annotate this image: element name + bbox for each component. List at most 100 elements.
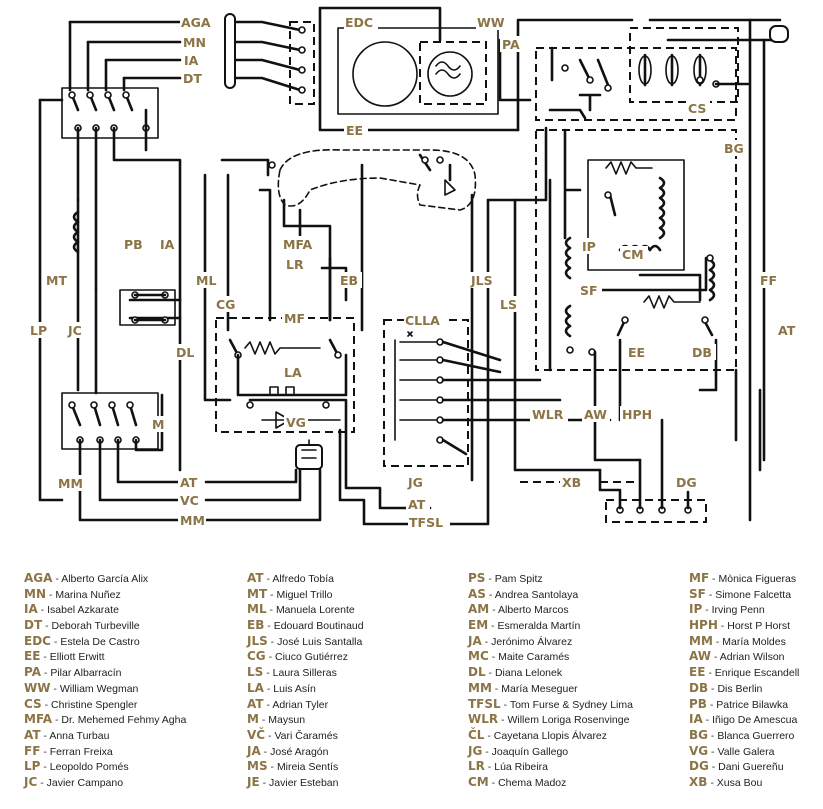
- legend-separator: -: [267, 588, 277, 601]
- legend-name: Alberto García Alix: [61, 573, 149, 585]
- legend-code: ML: [247, 602, 267, 617]
- label-aga: AGA: [181, 15, 211, 30]
- switch-block-top: [61, 87, 182, 302]
- label-jc: JC: [67, 323, 82, 338]
- legend-item: WW - William Wegman: [24, 681, 229, 697]
- label-mm-left: MM: [58, 476, 83, 491]
- legend-separator: -: [42, 620, 52, 633]
- legend-item: DT - Deborah Turbeville: [24, 618, 229, 634]
- legend-item: DL - Diana Lelonek: [468, 665, 673, 681]
- legend-code: AT: [24, 727, 41, 742]
- legend-code: EE: [24, 649, 41, 664]
- label-pa: PA: [502, 37, 520, 52]
- legend-item: M - Maysun: [247, 712, 452, 728]
- legend-name: Simone Falcetta: [715, 588, 792, 601]
- legend-code: EDC: [24, 633, 51, 648]
- legend-code: PS: [468, 571, 486, 585]
- label-mt: MT: [46, 273, 67, 288]
- legend-item: MFA - Dr. Mehemed Fehmy Agha: [24, 712, 229, 728]
- legend-item: WLR - Willem Loriga Rosenvinge: [468, 712, 673, 728]
- legend-item: CM - Chema Madoz: [468, 775, 673, 791]
- label-bg: BG: [724, 141, 744, 156]
- legend-code: MT: [247, 586, 268, 601]
- legend-code: PA: [24, 665, 41, 680]
- legend-item: TFSL - Tom Furse & Sydney Lima: [468, 697, 673, 713]
- legend-separator: -: [708, 745, 718, 758]
- label-jls: JLS: [470, 273, 493, 288]
- legend-separator: -: [717, 620, 728, 633]
- label-clla: CLLA: [405, 313, 440, 328]
- legend-separator: -: [710, 651, 720, 664]
- legend-name: Leopoldo Pomés: [49, 761, 129, 774]
- label-ff: FF: [760, 273, 777, 288]
- legend-name: Tom Furse & Sydney Lima: [509, 698, 633, 711]
- legend-separator: -: [498, 714, 508, 727]
- legend-separator: -: [489, 604, 498, 617]
- label-lr: LR: [286, 257, 304, 272]
- legend-item: IA - Isabel Azkarate: [24, 602, 229, 618]
- legend-name: Luis Asín: [273, 682, 316, 695]
- legend-item: EM - Esmeralda Martín: [468, 618, 673, 634]
- label-tfsl: TFSL: [409, 515, 443, 530]
- legend-separator: -: [482, 745, 492, 758]
- legend-separator: -: [260, 745, 271, 758]
- legend-code: MM: [468, 680, 492, 695]
- legend-name: Enrique Escandell: [714, 667, 800, 680]
- legend-item: JG - Joaquín Gallego: [468, 744, 673, 760]
- legend-code: JC: [24, 774, 38, 789]
- legend-name: José Luis Santalla: [277, 635, 363, 648]
- handset: [266, 149, 477, 211]
- legend-item: EE - Elliott Erwitt: [24, 649, 229, 665]
- legend-code: MF: [689, 571, 710, 585]
- legend-separator: -: [40, 729, 50, 742]
- label-cm: CM: [622, 247, 644, 262]
- bottom-harness: [204, 439, 323, 522]
- pa-block: [535, 46, 737, 121]
- legend-code: EB: [247, 618, 265, 633]
- label-ls: LS: [500, 297, 517, 312]
- legend-separator: -: [712, 635, 723, 648]
- legend-item: JA - José Aragón: [247, 744, 452, 760]
- legend-separator: -: [706, 698, 717, 711]
- legend-name: Edouard Boutinaud: [273, 620, 364, 633]
- legend-code: FF: [24, 743, 41, 758]
- legend-separator: -: [40, 651, 50, 664]
- legend-item: ML - Manuela Lorente: [247, 602, 452, 618]
- legend-separator: -: [37, 604, 48, 617]
- legend-code: WW: [24, 680, 51, 695]
- legend-code: IA: [24, 602, 38, 617]
- legend-name: Javier Esteban: [269, 776, 339, 789]
- legend-code: AT: [247, 696, 264, 711]
- legend-code: LR: [468, 759, 485, 774]
- legend-name: Alfredo Tobía: [272, 573, 334, 585]
- legend-name: Miguel Trillo: [276, 588, 333, 601]
- legend-code: LA: [247, 680, 264, 695]
- legend-name: Andrea Santolaya: [494, 588, 579, 601]
- legend-name: Jerónimo Álvarez: [491, 635, 573, 648]
- label-m: M: [152, 417, 164, 432]
- ww-edc-block: [318, 6, 634, 132]
- legend-code: MN: [24, 586, 46, 601]
- legend-code: AGA: [24, 571, 53, 585]
- legend-separator: -: [40, 745, 50, 758]
- legend-code: CG: [247, 649, 266, 664]
- legend-code: PB: [689, 696, 707, 711]
- legend-item: EB - Edouard Boutinaud: [247, 618, 452, 634]
- legend-code: IA: [689, 712, 703, 727]
- label-eb: EB: [340, 273, 358, 288]
- legend-name: Irving Penn: [711, 604, 765, 617]
- legend-item: MT - Miguel Trillo: [247, 587, 452, 603]
- legend-separator: -: [500, 698, 510, 711]
- legend-separator: -: [266, 604, 276, 617]
- legend-separator: -: [484, 761, 495, 774]
- legend-separator: -: [708, 729, 718, 742]
- legend-item: PS - Pam Spitz: [468, 571, 673, 587]
- legend-separator: -: [41, 698, 52, 711]
- legend-name: Xusa Bou: [716, 776, 763, 789]
- legend-separator: -: [40, 667, 51, 680]
- legend-separator: -: [484, 729, 494, 742]
- legend-name: Dis Berlin: [717, 682, 763, 695]
- legend-name: Estela De Castro: [60, 635, 140, 648]
- legend-name: Lúa Ribeira: [494, 761, 548, 774]
- legend-separator: -: [702, 714, 713, 727]
